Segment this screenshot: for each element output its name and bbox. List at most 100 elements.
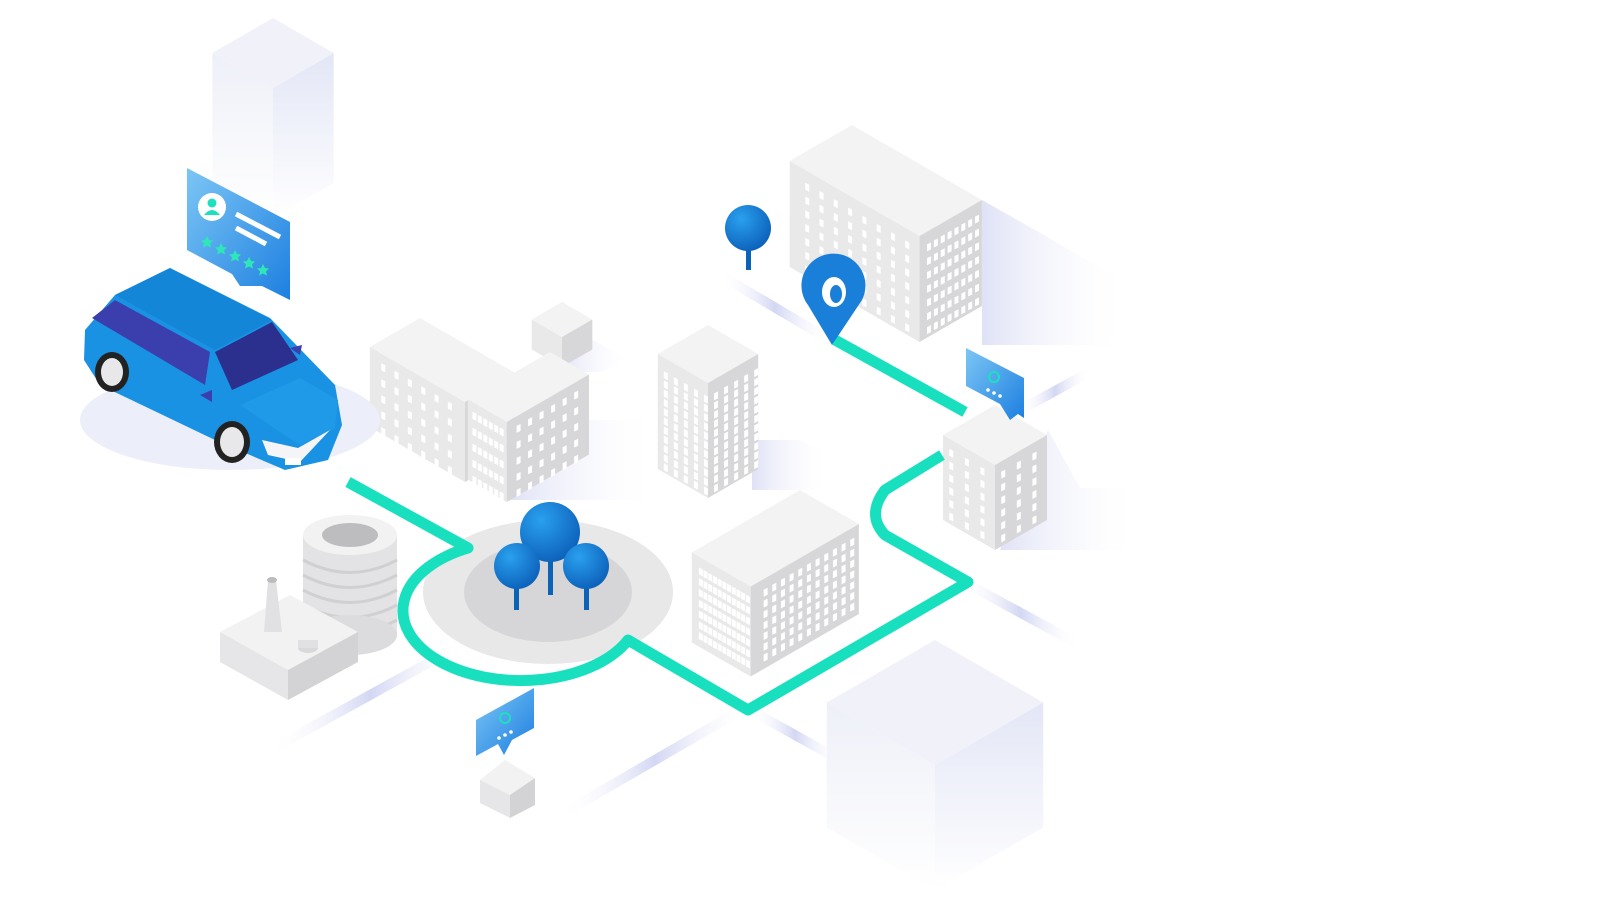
window bbox=[744, 465, 749, 475]
window bbox=[848, 207, 853, 217]
window bbox=[421, 434, 426, 444]
window bbox=[736, 643, 741, 653]
window bbox=[754, 423, 759, 433]
window bbox=[1032, 451, 1037, 461]
window bbox=[712, 640, 717, 650]
window bbox=[964, 457, 969, 467]
route-path bbox=[345, 450, 974, 716]
window bbox=[499, 475, 504, 485]
wheel bbox=[95, 352, 129, 392]
window bbox=[798, 621, 803, 631]
window bbox=[483, 418, 488, 428]
window bbox=[693, 388, 698, 398]
long-building-wing bbox=[467, 352, 589, 502]
window bbox=[954, 226, 959, 236]
window bbox=[722, 602, 727, 612]
window bbox=[780, 588, 785, 598]
window bbox=[421, 418, 426, 428]
window bbox=[832, 558, 837, 568]
window bbox=[407, 426, 412, 436]
window bbox=[551, 419, 556, 429]
window bbox=[693, 453, 698, 463]
window bbox=[862, 298, 867, 308]
window bbox=[927, 242, 932, 252]
window bbox=[394, 434, 399, 444]
window bbox=[890, 314, 895, 324]
roof bbox=[789, 125, 982, 236]
window bbox=[483, 482, 488, 492]
window bbox=[949, 448, 954, 458]
window bbox=[693, 443, 698, 453]
window bbox=[494, 440, 499, 450]
window bbox=[798, 578, 803, 588]
window bbox=[763, 587, 768, 597]
window bbox=[717, 578, 722, 588]
window bbox=[905, 268, 910, 278]
window bbox=[562, 445, 567, 455]
window bbox=[815, 579, 820, 589]
window bbox=[890, 273, 895, 283]
window bbox=[789, 626, 794, 636]
window bbox=[805, 196, 810, 206]
window bbox=[734, 425, 739, 435]
window bbox=[731, 629, 736, 639]
window bbox=[724, 413, 729, 423]
window bbox=[754, 414, 759, 424]
window bbox=[708, 626, 713, 636]
window bbox=[876, 292, 881, 302]
window bbox=[841, 575, 846, 585]
window bbox=[421, 402, 426, 412]
window bbox=[663, 454, 668, 464]
wall-left bbox=[212, 53, 273, 218]
window bbox=[841, 542, 846, 552]
window bbox=[528, 417, 533, 427]
window bbox=[539, 426, 544, 436]
window bbox=[724, 394, 729, 404]
window bbox=[693, 434, 698, 444]
window bbox=[528, 465, 533, 475]
window bbox=[947, 271, 952, 281]
window bbox=[806, 627, 811, 637]
window bbox=[708, 616, 713, 626]
tree bbox=[563, 543, 609, 610]
window bbox=[850, 602, 855, 612]
tree bbox=[725, 205, 771, 270]
window bbox=[708, 572, 713, 582]
window bbox=[940, 234, 945, 244]
window bbox=[407, 394, 412, 404]
window bbox=[798, 589, 803, 599]
window bbox=[722, 624, 727, 634]
window bbox=[876, 279, 881, 289]
window bbox=[789, 616, 794, 625]
window bbox=[862, 243, 867, 253]
location-bubble bbox=[476, 688, 534, 756]
window bbox=[780, 631, 785, 641]
window bbox=[421, 450, 426, 460]
window bbox=[949, 499, 954, 509]
window bbox=[673, 432, 678, 442]
window bbox=[954, 281, 959, 291]
window bbox=[876, 223, 881, 233]
window bbox=[724, 468, 729, 478]
window bbox=[731, 640, 736, 650]
window bbox=[806, 573, 811, 583]
window bbox=[714, 418, 719, 428]
window bbox=[744, 383, 749, 393]
window bbox=[472, 443, 477, 453]
window bbox=[772, 593, 777, 603]
window bbox=[731, 618, 736, 628]
window bbox=[961, 236, 966, 246]
window bbox=[933, 307, 938, 317]
window bbox=[798, 632, 803, 642]
window bbox=[673, 423, 678, 433]
window bbox=[741, 613, 746, 623]
window bbox=[663, 371, 668, 381]
window bbox=[805, 224, 810, 234]
window bbox=[848, 235, 853, 245]
window bbox=[663, 435, 668, 445]
window bbox=[722, 591, 727, 601]
window bbox=[434, 426, 439, 435]
window bbox=[789, 583, 794, 593]
window bbox=[741, 645, 746, 655]
